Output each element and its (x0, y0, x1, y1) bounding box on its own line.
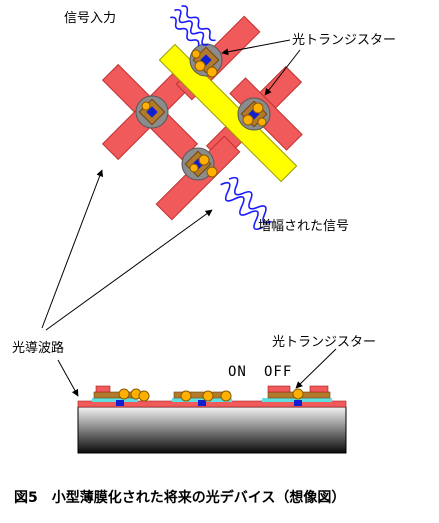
pointer-arrows (41, 39, 337, 397)
transistor-stack (172, 390, 232, 406)
off-label: OFF (264, 364, 293, 380)
input-signal-wave (170, 5, 216, 46)
signal-input-label: 信号入力 (64, 11, 117, 26)
phototransistor-label-bottom: 光トランジスター (272, 335, 377, 350)
arrow-to-waveguide-cross-section (57, 359, 79, 397)
amplified-signal-label: 増幅された信号 (258, 219, 350, 234)
arrow-to-waveguide-bottom (45, 209, 213, 331)
arrow-to-transistor-cross-section (295, 348, 337, 389)
arrow-to-transistor-right (264, 49, 301, 96)
waveguide-lattice (101, 5, 303, 230)
signal-path (158, 43, 298, 183)
on-label: ON (228, 364, 247, 380)
arrow-to-waveguide-left (41, 169, 104, 329)
device-cross-section (77, 385, 347, 454)
transistor-stack (92, 385, 150, 406)
substrate (77, 406, 347, 454)
amplified-signal-wave (220, 176, 272, 230)
figure-caption: 図5 小型薄膜化された将来の光デバイス（想像図） (14, 490, 346, 506)
arrow-to-transistor-top (221, 39, 291, 56)
transistor-dots (141, 49, 267, 178)
transistor-stack (262, 385, 332, 406)
optical-waveguide-label: 光導波路 (12, 341, 65, 356)
phototransistor-label-top: 光トランジスター (292, 33, 397, 48)
